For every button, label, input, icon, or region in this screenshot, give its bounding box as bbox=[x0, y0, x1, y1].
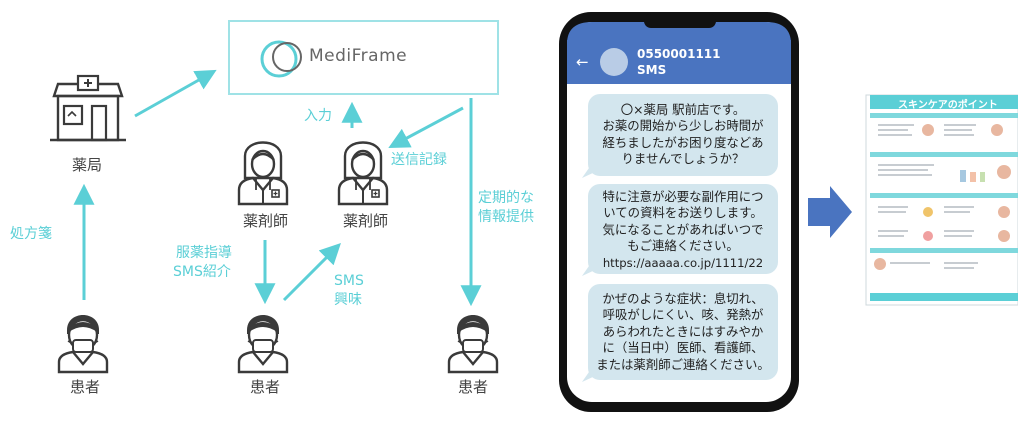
message-3-line: または薬剤師ご連絡ください。 bbox=[594, 357, 772, 373]
message-3-line: かぜのような症状：息切れ、 bbox=[594, 291, 772, 307]
arrow-sent-record bbox=[392, 108, 463, 146]
sms-interest-label-line1: SMS bbox=[334, 272, 364, 291]
mediframe-logo-text: MediFrame bbox=[309, 46, 407, 66]
message-2-line: いての資料をお送りします。 bbox=[594, 205, 772, 221]
message-2-line: 気になることがあればいつで bbox=[594, 222, 772, 238]
message-1-line: 〇×薬局 駅前店です。 bbox=[596, 102, 770, 118]
contact-type: SMS bbox=[637, 63, 666, 77]
message-1-line: りませんでしょうか？ bbox=[596, 151, 770, 167]
message-1: 〇×薬局 駅前店です。 お薬の開始から少しお時間が 経ちましたがお困り度などあ … bbox=[596, 102, 770, 168]
message-3-line: あらわれたときにはすみやか bbox=[594, 324, 772, 340]
patient-icon-left bbox=[59, 315, 107, 372]
message-2-link[interactable]: https://aaaaa.co.jp/1111/22 bbox=[594, 255, 772, 271]
message-2-line: もご連絡ください。 bbox=[594, 238, 772, 254]
pharmacist-icon-2 bbox=[339, 143, 387, 205]
contact-number: 0550001111 bbox=[637, 47, 721, 61]
document-title: スキンケアのポイント bbox=[898, 96, 998, 111]
arrow-pharmacy-to-mediframe bbox=[135, 72, 213, 116]
pharmacy-icon bbox=[50, 76, 126, 140]
message-2-line: 特に注意が必要な副作用につ bbox=[594, 189, 772, 205]
patient-label-right: 患者 bbox=[458, 376, 488, 397]
patient-icon-right bbox=[449, 315, 497, 372]
message-3-line: 呼吸がしにくい、咳、発熱が bbox=[594, 307, 772, 323]
patient-icon-mid bbox=[239, 315, 287, 372]
patient-label-left: 患者 bbox=[70, 376, 100, 397]
message-1-line: お薬の開始から少しお時間が bbox=[596, 118, 770, 134]
periodic-label-line1: 定期的な bbox=[478, 189, 534, 208]
sent-record-label: 送信記録 bbox=[391, 151, 447, 170]
document-thumbnail bbox=[866, 95, 1018, 305]
pharmacist-label-2: 薬剤師 bbox=[343, 210, 388, 231]
message-3: かぜのような症状：息切れ、 呼吸がしにくい、咳、発熱が あらわれたときにはすみや… bbox=[594, 291, 772, 373]
pharmacist-label-1: 薬剤師 bbox=[243, 210, 288, 231]
phone-notch bbox=[644, 14, 716, 28]
right-arrow-icon bbox=[808, 186, 852, 238]
contact-avatar bbox=[600, 48, 628, 76]
pharmacy-label: 薬局 bbox=[72, 154, 102, 175]
patient-label-mid: 患者 bbox=[250, 376, 280, 397]
input-label: 入力 bbox=[304, 107, 332, 126]
periodic-label-line2: 情報提供 bbox=[478, 208, 534, 227]
sms-interest-label-line2: 興味 bbox=[334, 291, 362, 310]
prescription-label: 処方箋 bbox=[10, 225, 52, 244]
message-1-line: 経ちましたがお困り度などあ bbox=[596, 135, 770, 151]
pharmacist-icon-1 bbox=[239, 143, 287, 205]
message-3-line: に（当日中）医師、看護師、 bbox=[594, 340, 772, 356]
arrow-sms-interest bbox=[284, 246, 338, 300]
guidance-label-line1: 服薬指導 bbox=[176, 244, 232, 263]
back-arrow-icon[interactable]: ← bbox=[576, 53, 589, 71]
message-2: 特に注意が必要な副作用につ いての資料をお送りします。 気になることがあればいつ… bbox=[594, 189, 772, 271]
guidance-label-line2: SMS紹介 bbox=[173, 263, 231, 282]
